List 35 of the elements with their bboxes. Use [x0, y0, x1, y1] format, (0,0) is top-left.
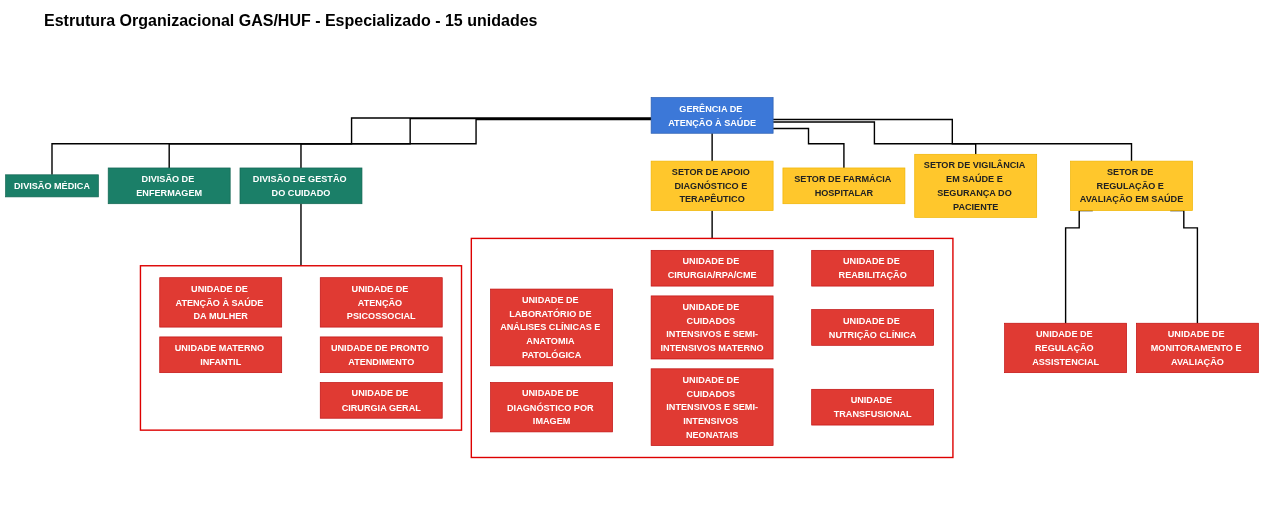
connector [711, 209, 713, 240]
connector [772, 118, 1133, 162]
node-box: SETOR DE VIGILÂNCIA EM SAÚDE E SEGURANÇA DO PACIENTE [914, 153, 1038, 218]
connector [300, 118, 652, 169]
node-box: SETOR DE APOIO DIAGNÓSTICO E TERAPÊUTICO [650, 160, 774, 211]
node-box: UNIDADE DE REGULAÇÃO ASSISTENCIAL [1004, 322, 1127, 373]
connector [772, 121, 977, 155]
node-box: UNIDADE DE DIAGNÓSTICO POR IMAGEM [490, 382, 613, 433]
node-box: UNIDADE DE PRONTO ATENDIMENTO [319, 336, 443, 373]
connector [772, 127, 845, 169]
node-box: UNIDADE MATERNO INFANTIL [159, 336, 283, 373]
connector [168, 117, 652, 169]
node-box: DIVISÃO MÉDICA [5, 174, 99, 198]
connector [300, 203, 302, 267]
node-box: DIVISÃO DE ENFERMAGEM [107, 167, 231, 205]
cluster [470, 237, 954, 459]
node-box: UNIDADE DE ATENÇÃO À SAÚDE DA MULHER [159, 277, 283, 328]
node-box: UNIDADE DE NUTRIÇÃO CLÍNICA [811, 309, 934, 346]
node-box: DIVISÃO DE GESTÃO DO CUIDADO [239, 167, 363, 205]
connector [51, 117, 652, 176]
node-box: UNIDADE DE LABORATÓRIO DE ANÁLISES CLÍNICAS E ANATOMIA PATOLÓGICA [490, 288, 613, 367]
node-box: UNIDADE DE CUIDADOS INTENSIVOS E SEMI-INTENSIVOS MATERNO [650, 295, 774, 360]
node-box: UNIDADE TRANSFUSIONAL [811, 388, 934, 426]
connector [711, 132, 713, 162]
node-box: SETOR DE REGULAÇÃO E AVALIAÇÃO EM SAÚDE [1070, 160, 1193, 211]
diagram-title: Estrutura Organizacional GAS/HUF - Especializado - 15 unidades [44, 12, 538, 30]
node-box: UNIDADE DE CIRURGIA/RPA/CME [650, 250, 774, 287]
node-box: UNIDADE DE CIRURGIA GERAL [319, 382, 443, 419]
cluster [139, 265, 463, 431]
node-box: UNIDADE DE REABILITAÇÃO [811, 250, 934, 287]
node-box: GERÊNCIA DE ATENÇÃO À SAÚDE [650, 97, 774, 134]
node-box: SETOR DE FARMÁCIA HOSPITALAR [782, 167, 906, 205]
node-box: UNIDADE DE CUIDADOS INTENSIVOS E SEMI-INTENSIVOS NEONATAIS [650, 368, 774, 446]
node-box: UNIDADE DE MONITORAMENTO E AVALIAÇÃO [1136, 322, 1259, 373]
node-box: UNIDADE DE ATENÇÃO PSICOSSOCIAL [319, 277, 443, 328]
